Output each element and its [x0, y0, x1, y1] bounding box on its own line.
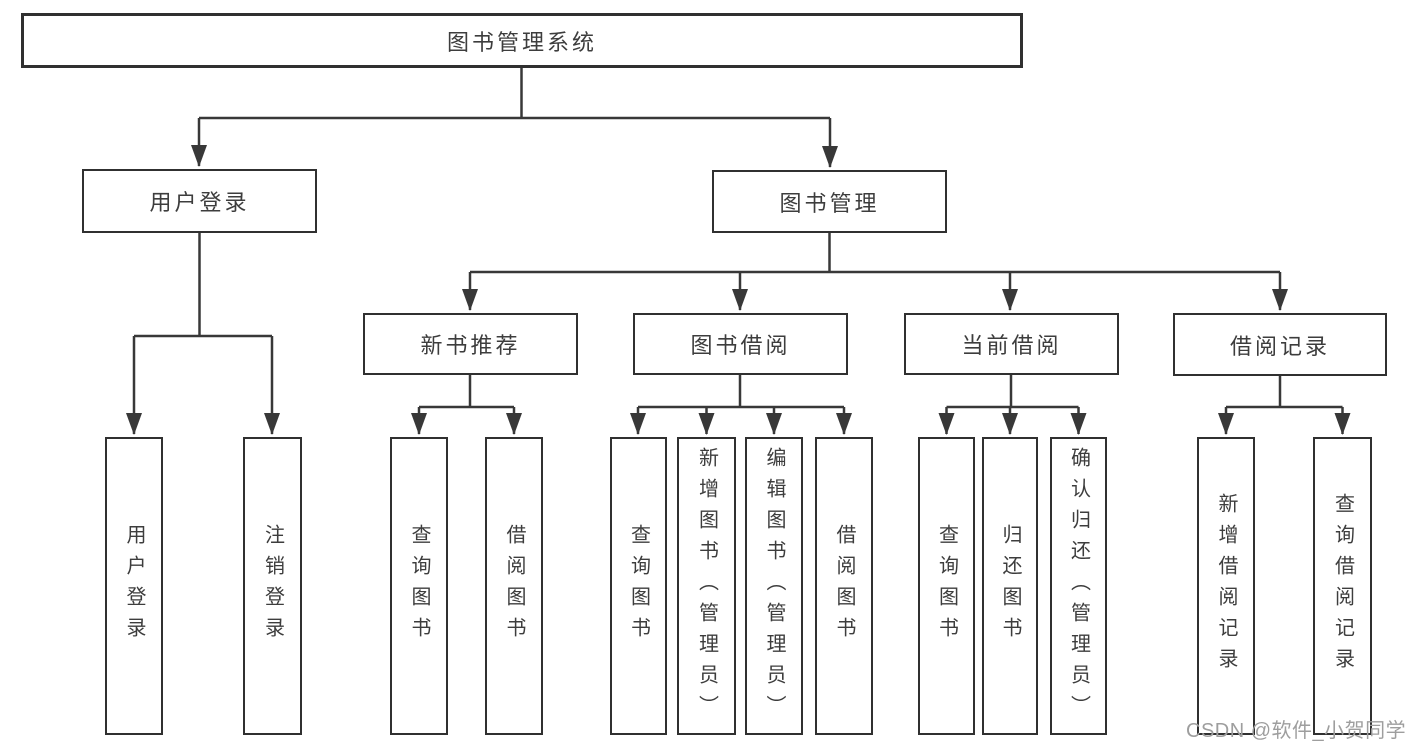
leaf-br-add-record: 新增借阅记录	[1197, 437, 1255, 735]
leaf-logout: 注销登录	[243, 437, 302, 735]
leaf-cb-confirm-return-admin: 确认归还（管理员）	[1050, 437, 1107, 735]
leaf-bb-borrow-books-label: 借阅图书	[833, 524, 855, 648]
leaf-logout-label: 注销登录	[261, 524, 284, 648]
leaf-bb-add-books-admin: 新增图书（管理员）	[677, 437, 736, 735]
leaf-br-query-record-label: 查询借阅记录	[1331, 493, 1354, 679]
leaf-br-query-record: 查询借阅记录	[1313, 437, 1372, 735]
leaf-bb-add-books-admin-label: 新增图书（管理员）	[695, 446, 718, 726]
leaf-rec-borrow-books: 借阅图书	[485, 437, 543, 735]
leaf-cb-return-books-label: 归还图书	[999, 524, 1021, 648]
connector-new-rec-trunk	[419, 375, 514, 409]
node-user-login: 用户登录	[82, 169, 317, 233]
leaf-bb-query-books: 查询图书	[610, 437, 667, 735]
leaf-bb-edit-books-admin-label: 编辑图书（管理员）	[763, 446, 785, 726]
leaf-bb-query-books-label: 查询图书	[627, 524, 650, 648]
leaf-cb-query-books-label: 查询图书	[935, 524, 958, 648]
leaf-rec-borrow-books-label: 借阅图书	[503, 524, 525, 648]
leaf-user-login-label: 用户登录	[123, 524, 145, 648]
leaf-cb-query-books: 查询图书	[918, 437, 975, 735]
csdn-watermark: CSDN @软件_小贺同学	[1186, 720, 1405, 742]
node-book-borrow: 图书借阅	[633, 313, 848, 375]
node-current-borrow: 当前借阅	[904, 313, 1119, 375]
leaf-cb-confirm-return-admin-label: 确认归还（管理员）	[1067, 446, 1090, 726]
connector-borrow-trunk	[638, 375, 844, 409]
connector-records-trunk	[1226, 376, 1343, 409]
leaf-user-login: 用户登录	[105, 437, 163, 735]
connector-book-mgmt-trunk	[470, 233, 1280, 274]
connector-user-login-trunk	[134, 233, 272, 338]
leaf-rec-query-books: 查询图书	[390, 437, 448, 735]
node-new-book-recommend: 新书推荐	[363, 313, 578, 375]
node-book-management: 图书管理	[712, 170, 947, 233]
leaf-bb-borrow-books: 借阅图书	[815, 437, 873, 735]
leaf-rec-query-books-label: 查询图书	[408, 524, 430, 648]
leaf-cb-return-books: 归还图书	[982, 437, 1038, 735]
node-root-system: 图书管理系统	[21, 13, 1023, 68]
leaf-br-add-record-label: 新增借阅记录	[1215, 493, 1237, 679]
node-borrow-records: 借阅记录	[1173, 313, 1387, 376]
leaf-bb-edit-books-admin: 编辑图书（管理员）	[745, 437, 803, 735]
connector-current-trunk	[946, 375, 1079, 409]
connector-root-trunk	[199, 68, 830, 120]
